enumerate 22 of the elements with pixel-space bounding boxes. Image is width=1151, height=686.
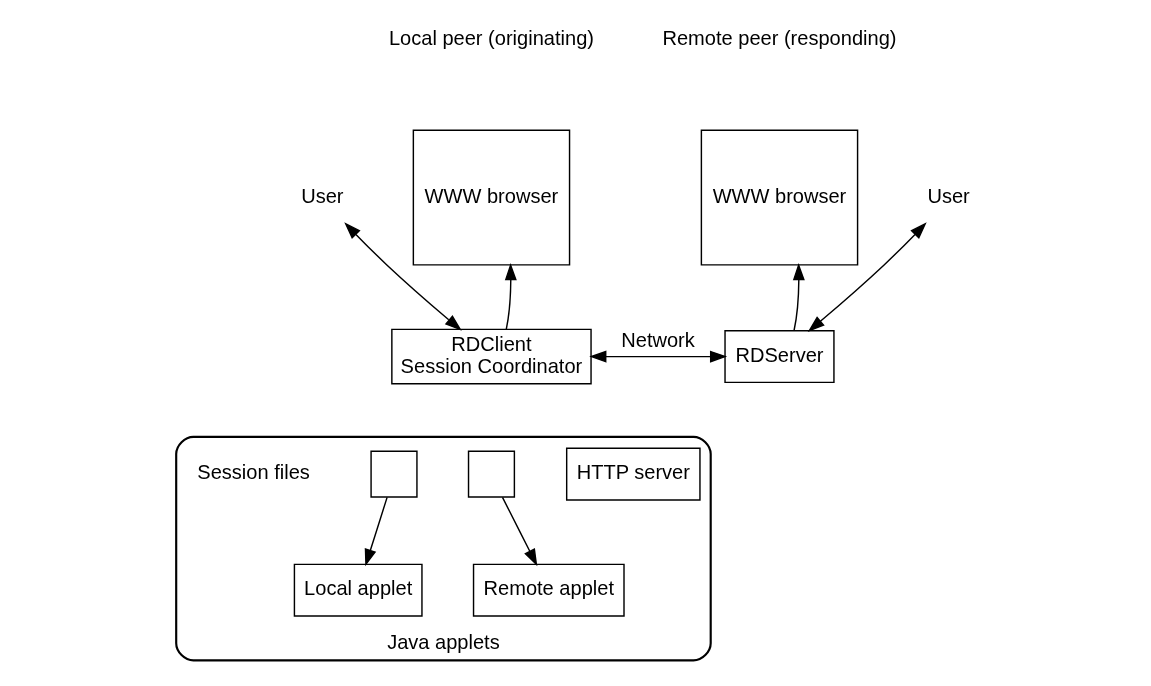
- node-text: User: [926, 184, 970, 207]
- arrow: [807, 222, 927, 332]
- arrow: [501, 496, 537, 567]
- arrow: [588, 350, 727, 363]
- node-box: Remote applet: [472, 563, 625, 617]
- node-box: WWW browser: [700, 129, 858, 266]
- node-box: WWW browser: [412, 129, 570, 266]
- arrow: [364, 496, 388, 567]
- arrow: [504, 263, 517, 331]
- arrow: [343, 222, 462, 331]
- node-box: [369, 450, 418, 498]
- edge-label: Network: [620, 328, 695, 351]
- node-text: User: [300, 184, 344, 207]
- label: Remote peer (responding): [661, 27, 896, 50]
- node-box: RDServer: [723, 330, 835, 384]
- node-box: HTTP server: [565, 447, 701, 501]
- label: Session files: [196, 461, 310, 484]
- label: Local peer (originating): [388, 27, 594, 50]
- arrow: [792, 263, 805, 332]
- node-box: [467, 450, 515, 498]
- node-box: Local applet: [293, 563, 423, 617]
- node-box: RDClient Session Coordinator: [390, 328, 592, 385]
